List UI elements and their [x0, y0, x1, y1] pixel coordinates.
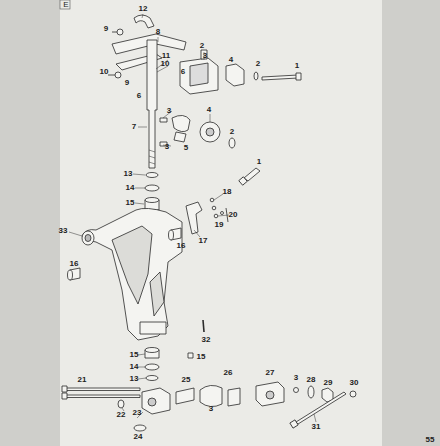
leader-lines	[69, 14, 316, 422]
callout-number: 10	[160, 60, 171, 68]
callout-number: 3	[164, 143, 170, 151]
lever-17	[186, 202, 202, 234]
section-box	[60, 0, 70, 9]
bolt-31	[296, 392, 346, 424]
callout-number: 4	[228, 56, 234, 64]
callout-number: 4	[206, 106, 212, 114]
bolt-1	[262, 75, 298, 80]
callout-number: 21	[77, 376, 88, 384]
callout-number: 3	[166, 107, 172, 115]
callout-number: 3	[202, 52, 208, 60]
washer-22	[118, 400, 124, 408]
washer-28	[308, 386, 314, 398]
washer-14b	[145, 364, 159, 370]
callout-number: 31	[311, 423, 322, 431]
callout-number: 6	[136, 92, 142, 100]
callout-number: 7	[131, 123, 137, 131]
washer-2	[254, 72, 258, 80]
callout-number: 24	[133, 433, 144, 441]
cap-30	[350, 391, 356, 397]
callout-number: 15	[196, 353, 207, 361]
page-number: 55	[425, 436, 436, 444]
mount-26	[200, 385, 222, 406]
swivel-bracket	[82, 208, 182, 340]
callout-number: 17	[198, 237, 209, 245]
housing-23	[142, 388, 170, 414]
callout-number: 8	[155, 28, 161, 36]
mount-block	[180, 58, 218, 94]
callout-number: 3	[208, 405, 214, 413]
callout-number: 27	[265, 369, 276, 377]
screw-10	[115, 72, 121, 78]
ring-24	[134, 425, 146, 431]
callout-number: 3	[293, 374, 299, 382]
callout-number: 32	[201, 336, 212, 344]
callout-number: 16	[176, 242, 187, 250]
callout-number: 9	[103, 25, 109, 33]
callout-number: 5	[183, 144, 189, 152]
callout-number: 12	[138, 5, 149, 13]
callout-number: 10	[99, 68, 110, 76]
callout-number: 33	[58, 227, 69, 235]
bolt-1b	[244, 168, 260, 181]
plug-15	[188, 353, 193, 358]
plate-25	[176, 388, 194, 404]
callout-number: 15	[125, 199, 136, 207]
callout-number: 2	[255, 60, 261, 68]
callout-number: 14	[129, 363, 140, 371]
callout-number: 13	[129, 375, 140, 383]
callout-number: 14	[125, 184, 136, 192]
steering-shaft	[147, 40, 157, 168]
paper-sheet	[60, 0, 382, 446]
bracket-27	[256, 382, 284, 406]
callout-number: 15	[129, 351, 140, 359]
callout-number: 6	[180, 68, 186, 76]
callout-number: 11	[161, 52, 171, 60]
section-letter: E	[62, 1, 69, 9]
callout-number: 1	[256, 158, 262, 166]
callout-number: 2	[199, 42, 205, 50]
bracket-5	[172, 115, 190, 131]
callout-number: 23	[132, 409, 143, 417]
screw-9	[117, 29, 123, 35]
callout-number: 25	[181, 376, 192, 384]
mount-4	[226, 64, 244, 86]
mount-4b	[200, 122, 220, 142]
washer-2b	[229, 138, 235, 148]
callout-number: 18	[222, 188, 233, 196]
washer-3	[294, 388, 299, 393]
callout-number: 16	[69, 260, 80, 268]
callout-number: 13	[123, 170, 134, 178]
bolt-21	[66, 388, 140, 391]
callout-number: 22	[116, 411, 127, 419]
callout-number: 9	[124, 79, 130, 87]
callout-number: 30	[349, 379, 360, 387]
callout-number: 29	[323, 379, 334, 387]
callout-number: 20	[228, 211, 239, 219]
clip-12	[134, 15, 154, 28]
ring-13	[146, 173, 158, 178]
ring-13b	[146, 376, 158, 381]
washer-14	[145, 185, 159, 191]
callout-number: 2	[229, 128, 235, 136]
callout-number: 28	[306, 376, 317, 384]
callout-number: 1	[294, 62, 300, 70]
callout-number: 26	[223, 369, 234, 377]
callout-number: 19	[214, 221, 225, 229]
